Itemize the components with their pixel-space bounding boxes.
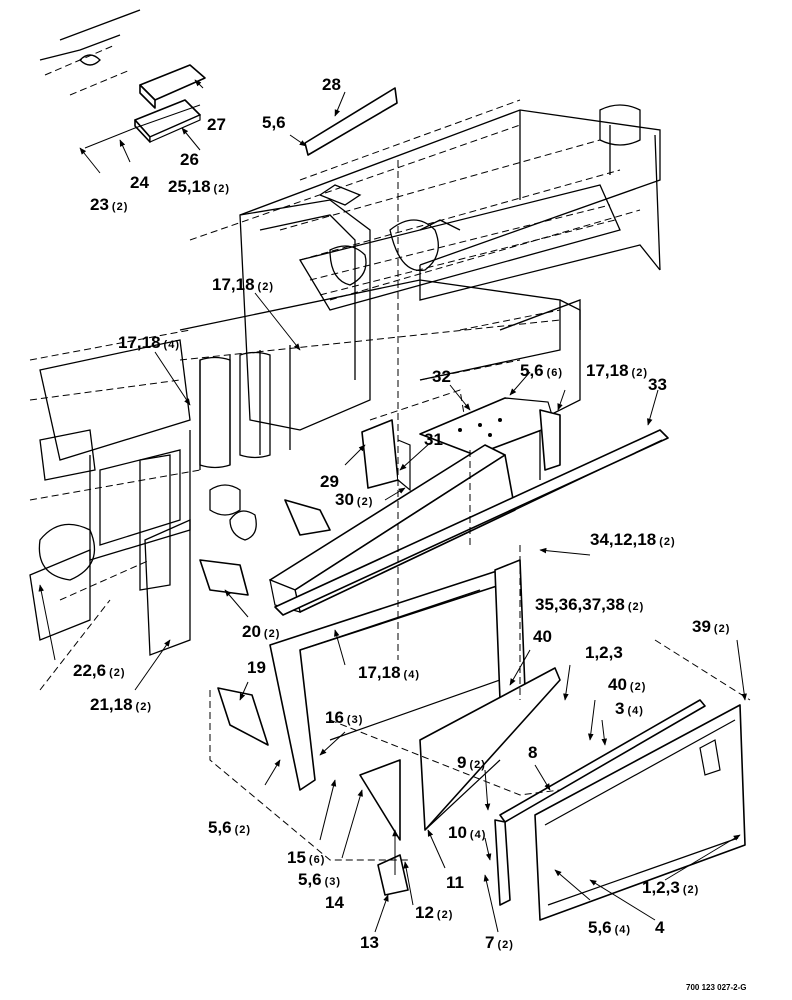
- callout-40-b: 40(2): [608, 675, 646, 694]
- callout-5-6-d: 5,6(3): [298, 870, 341, 889]
- part-14-gusset: [359, 759, 401, 841]
- callout-10: 10(4): [448, 823, 486, 842]
- callout-23: 23(2): [90, 195, 128, 214]
- callout-5-6-b: 5,6(6): [520, 361, 563, 380]
- callout-29: 29: [320, 472, 339, 491]
- callout-40-a: 40: [533, 627, 552, 646]
- machine-frame: [29, 9, 661, 691]
- callout-28: 28: [322, 75, 341, 94]
- callout-33: 33: [648, 375, 667, 394]
- callout-1-2-3-a: 1,2,3: [585, 643, 623, 662]
- callout-5-6-e: 5,6(4): [588, 918, 631, 937]
- part-13-foot: [377, 854, 409, 896]
- callout-17-18-a: 17,18(2): [212, 275, 274, 294]
- part-27-tool-box-lid: [139, 64, 206, 109]
- callout-22-6: 22,6(2): [73, 661, 126, 680]
- callout-30: 30(2): [335, 490, 373, 509]
- part-17-main-frame-panel: [269, 559, 526, 791]
- part-28-plate: [304, 87, 398, 156]
- callout-32: 32: [432, 367, 451, 386]
- callout-16: 16(3): [325, 708, 363, 727]
- callout-5-6-c: 5,6(2): [208, 818, 251, 837]
- callout-11: 11: [446, 873, 464, 892]
- callout-3: 3(4): [615, 699, 644, 718]
- callout-14: 14: [325, 893, 344, 912]
- drawing-number: 700 123 027-2-G: [686, 983, 747, 992]
- callout-9: 9(2): [457, 753, 486, 772]
- callout-35-36-37-38: 35,36,37,38(2): [535, 595, 644, 614]
- callout-17-18-c: 17,18(2): [586, 361, 648, 380]
- callout-8: 8: [528, 743, 537, 762]
- callout-17-18-b: 17,18(4): [118, 333, 180, 352]
- part-11-side-panel: [419, 667, 561, 831]
- callout-15: 15(6): [287, 848, 325, 867]
- callout-12: 12(2): [415, 903, 453, 922]
- callout-17-18-d: 17,18(4): [358, 663, 420, 682]
- part-32-bracket: [419, 397, 561, 471]
- part-30-clip: [284, 499, 331, 536]
- leader-lines: [38, 79, 751, 933]
- callout-19: 19: [247, 658, 266, 677]
- callout-25-18: 25,18(2): [168, 177, 230, 196]
- callout-39: 39(2): [692, 617, 730, 636]
- callout-21-18: 21,18(2): [90, 695, 152, 714]
- callout-labels: 28 27 5,6 26 24 25,18(2) 23(2) 17,18(2) …: [73, 75, 730, 952]
- callout-34-12-18: 34,12,18(2): [590, 530, 676, 549]
- callout-26: 26: [180, 150, 199, 169]
- callout-7: 7(2): [485, 933, 514, 952]
- part-33-long-panel: [274, 429, 669, 616]
- callout-5-6: 5,6: [262, 113, 286, 132]
- part-26-tool-box: [134, 99, 201, 143]
- callout-31: 31: [424, 430, 443, 449]
- callout-27: 27: [207, 115, 226, 134]
- callout-13: 13: [360, 933, 379, 952]
- part-4-door-panel: [534, 704, 746, 921]
- part-20-bracket: [199, 559, 249, 596]
- callout-4: 4: [655, 918, 665, 937]
- callout-1-2-3-b: 1,2,3(2): [642, 878, 699, 897]
- callout-20: 20(2): [242, 622, 280, 641]
- callout-24: 24: [130, 173, 149, 192]
- part-29-bracket: [361, 419, 411, 492]
- part-19-bracket: [217, 687, 269, 746]
